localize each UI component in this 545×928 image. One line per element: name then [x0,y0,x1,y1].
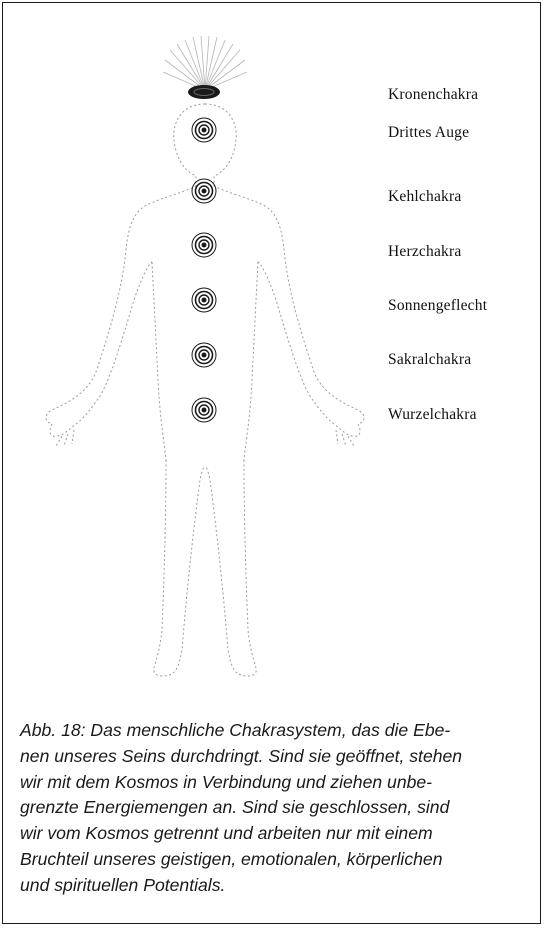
figure-caption: Abb. 18: Das menschliche Chakrasystem, d… [20,718,530,899]
label-sacral-chakra: Sakralchakra [388,351,471,369]
label-third-eye: Drittes Auge [388,124,469,142]
chakra-body-illustration [0,0,545,700]
caption-line: nen unseres Seins durchdringt. Sind sie … [20,744,530,770]
label-solar-plexus: Sonnengeflecht [388,297,487,315]
chakra-heart-symbol [192,233,216,257]
caption-line: wir mit dem Kosmos in Verbindung und zie… [20,770,530,796]
label-root-chakra: Wurzelchakra [388,406,477,424]
chakra-sacral-symbol [192,343,216,367]
caption-line: und spirituellen Potentials. [20,873,530,899]
caption-line: wir vom Kosmos getrennt und arbeiten nur… [20,821,530,847]
chakra-crown-symbol [188,85,220,99]
label-heart-chakra: Herzchakra [388,243,461,261]
chakra-third-eye-symbol [192,118,216,142]
label-crown-chakra: Kronenchakra [388,86,478,104]
chakra-solar-plexus-symbol [192,288,216,312]
chakra-root-symbol [192,398,216,422]
label-throat-chakra: Kehlchakra [388,188,461,206]
crown-radiance [163,36,247,90]
caption-line: Abb. 18: Das menschliche Chakrasystem, d… [20,718,530,744]
chakra-throat-symbol [192,179,216,203]
caption-line: Bruchteil unseres geistigen, emotionalen… [20,847,530,873]
caption-line: grenzte Energiemengen an. Sind sie gesch… [20,795,530,821]
